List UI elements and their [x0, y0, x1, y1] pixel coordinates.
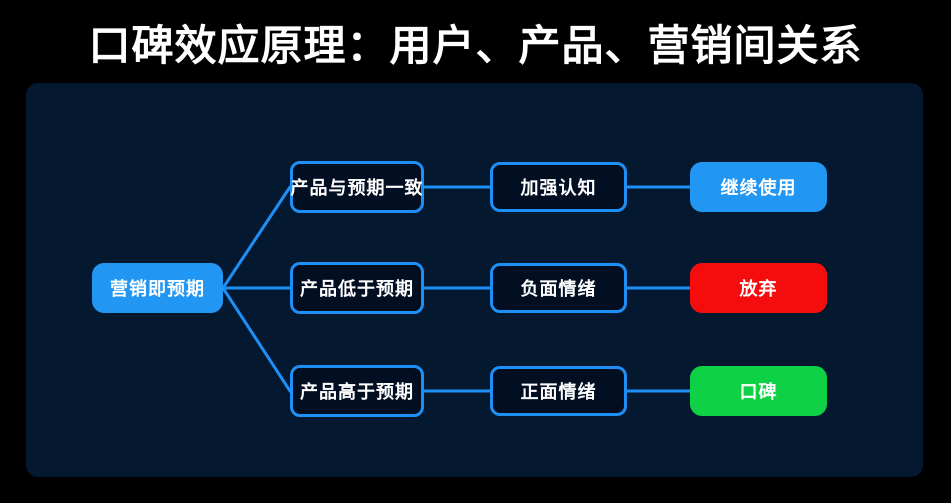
node-condition-row1: 产品与预期一致: [290, 161, 424, 213]
node-effect-row2: 负面情绪: [490, 263, 627, 313]
node-outcome-row2: 放弃: [690, 263, 827, 313]
flowchart-panel: 营销即预期 产品与预期一致 加强认知 继续使用 产品低于预期 负面情绪 放弃 产…: [26, 83, 923, 477]
node-outcome-row3: 口碑: [690, 366, 827, 416]
page-title: 口碑效应原理：用户、产品、营销间关系: [88, 22, 863, 69]
connector-root-to-row3: [221, 286, 292, 393]
node-outcome-row1: 继续使用: [690, 162, 827, 212]
node-condition-row3: 产品高于预期: [290, 365, 424, 417]
connector-lines: [221, 185, 692, 393]
node-root-marketing-expectation: 营销即预期: [92, 263, 223, 313]
connector-root-to-row1: [221, 185, 292, 290]
node-condition-row2: 产品低于预期: [290, 262, 424, 314]
node-effect-row3: 正面情绪: [490, 366, 627, 416]
node-effect-row1: 加强认知: [490, 162, 627, 212]
